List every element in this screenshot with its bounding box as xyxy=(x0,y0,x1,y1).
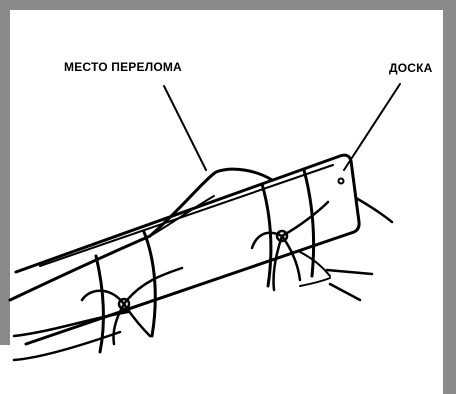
fracture-leader-line xyxy=(164,86,206,170)
bandage-knot-left xyxy=(82,232,182,352)
board-leader-line xyxy=(344,84,400,170)
fracture-site-label: МЕСТО ПЕРЕЛОМА xyxy=(64,60,182,74)
bandage-knot-right xyxy=(252,170,328,290)
board-nail-hole xyxy=(339,179,344,184)
hand xyxy=(327,198,392,300)
forearm xyxy=(10,169,330,360)
board-label: ДОСКА xyxy=(389,61,433,75)
